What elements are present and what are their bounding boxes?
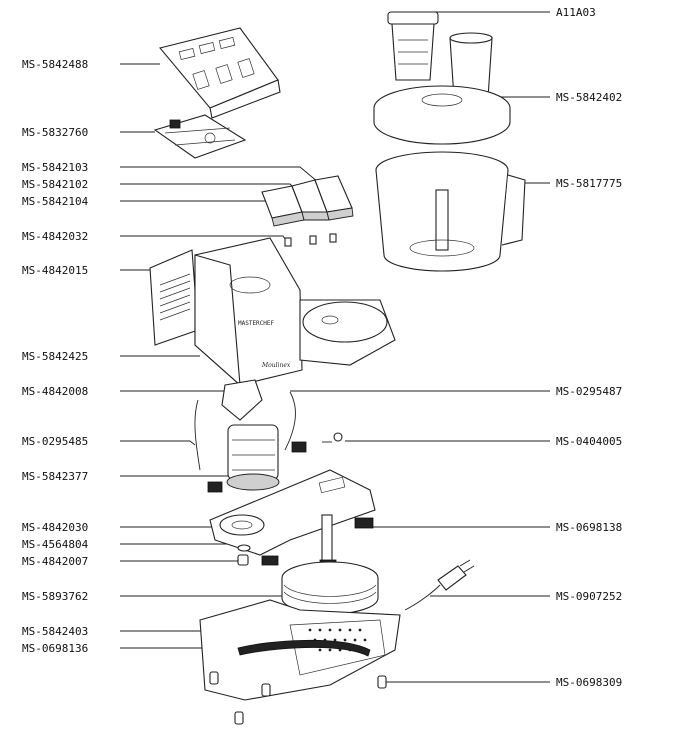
label-MS-5842403: MS-5842403	[22, 625, 89, 638]
leader-lines-left	[120, 63, 319, 649]
motor-support-frame	[209, 469, 376, 566]
label-MS-5842104: MS-5842104	[22, 195, 89, 208]
drive-pulley	[281, 514, 379, 615]
housing-brand-text: MASTERCHEF	[238, 320, 275, 327]
label-MS-4842015: MS-4842015	[22, 264, 89, 277]
label-MS-5893762: MS-5893762	[22, 590, 89, 603]
circuit-board	[153, 114, 247, 159]
label-MS-5842377: MS-5842377	[22, 470, 89, 483]
label-MS-0404005: MS-0404005	[556, 435, 623, 448]
label-MS-4842007: MS-4842007	[22, 555, 89, 568]
button-set	[261, 175, 354, 227]
control-panel-cover	[159, 27, 281, 119]
label-MS-5842402: MS-5842402	[556, 91, 623, 104]
label-MS-0907252: MS-0907252	[556, 590, 623, 603]
power-cord	[404, 559, 475, 611]
label-MS-5842103: MS-5842103	[22, 161, 89, 174]
label-MS-0295487: MS-0295487	[556, 385, 623, 398]
label-MS-0698138: MS-0698138	[556, 521, 623, 534]
label-MS-4564804: MS-4564804	[22, 538, 89, 551]
main-housing: MASTERCHEF Moulinex	[194, 237, 396, 387]
label-A11A03: A11A03	[556, 6, 596, 19]
base	[199, 599, 401, 725]
label-MS-5842488: MS-5842488	[22, 58, 89, 71]
label-MS-5832760: MS-5832760	[22, 126, 89, 139]
label-MS-4842008: MS-4842008	[22, 385, 89, 398]
label-MS-4842032: MS-4842032	[22, 230, 89, 243]
label-MS-0698309: MS-0698309	[556, 676, 623, 689]
mixing-bowl	[375, 151, 526, 272]
leader-lines-right	[290, 11, 550, 683]
label-MS-5842425: MS-5842425	[22, 350, 89, 363]
label-MS-5817775: MS-5817775	[556, 177, 623, 190]
side-panel	[149, 249, 199, 346]
feed-pusher	[387, 11, 439, 81]
bowl-lid	[373, 32, 511, 145]
label-MS-5842102: MS-5842102	[22, 178, 89, 191]
motor-assembly	[194, 379, 343, 493]
clips	[284, 233, 337, 247]
label-MS-4842030: MS-4842030	[22, 521, 89, 534]
housing-logo-text: Moulinex	[261, 362, 291, 369]
label-MS-0698136: MS-0698136	[22, 642, 89, 655]
label-MS-0295485: MS-0295485	[22, 435, 89, 448]
